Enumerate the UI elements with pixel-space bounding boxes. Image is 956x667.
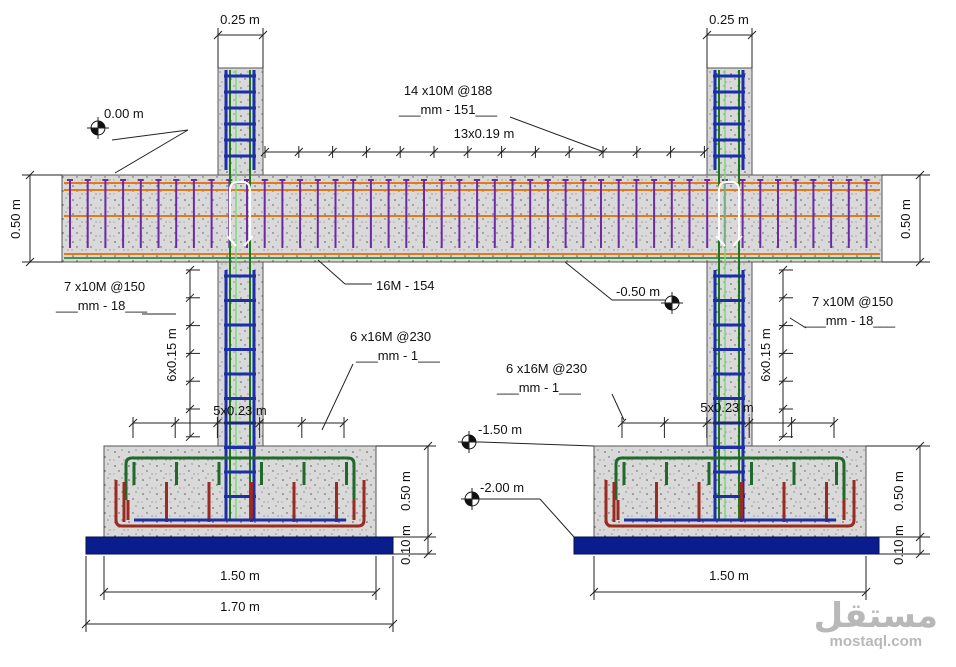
level-marker-footing-top: -1.50 m bbox=[458, 422, 595, 453]
right-blinding bbox=[573, 536, 880, 555]
left-col-ties-line2: ___mm - 18___ bbox=[55, 298, 148, 313]
beam-stirrups-line1: 14 x10M @188 bbox=[404, 83, 492, 98]
right-col-ties-line1: 7 x10M @150 bbox=[812, 294, 893, 309]
left-footing-spacing-dimension: 5x0.23 m bbox=[133, 403, 344, 424]
column-starter-hook bbox=[229, 181, 251, 240]
left-footing-spacing-ticks bbox=[128, 417, 349, 438]
footing-bottom-bar-end bbox=[616, 500, 846, 520]
right-footing bbox=[593, 445, 867, 538]
left-footing-depth-label: 0.50 m bbox=[398, 471, 413, 511]
left-blinding bbox=[85, 536, 394, 555]
right-column-tie-annotation: 7 x10M @150 ___mm - 18___ bbox=[789, 294, 896, 329]
level-marker-beam-bottom: -0.50 m bbox=[564, 261, 683, 314]
level-marker-footing-bottom: -2.00 m bbox=[461, 480, 575, 538]
beam-bottom-bar-label: 16M - 154 bbox=[376, 278, 435, 293]
footing-bottom-bar bbox=[114, 480, 366, 528]
watermark-latin: mostaql.com bbox=[829, 633, 923, 650]
beam-stirrup-annotation: 14 x10M @188 ___mm - 151___ 13x0.19 m bbox=[265, 83, 705, 153]
left-footing-bars-line1: 6 x16M @230 bbox=[350, 329, 431, 344]
level-marker-top: 0.00 m bbox=[87, 106, 189, 174]
left-footing-bars-line2: ___mm - 1___ bbox=[355, 348, 441, 363]
right-col-ties-line2: ___mm - 18___ bbox=[803, 313, 896, 328]
left-beam-depth-dimension: 0.50 m bbox=[8, 170, 62, 267]
left-footing-cover-label: 0.10 m bbox=[398, 525, 413, 565]
level-footing-top-label: -1.50 m bbox=[478, 422, 522, 437]
left-footing-spacing-label: 5x0.23 m bbox=[213, 403, 266, 418]
blinding-width-label: 1.70 m bbox=[220, 599, 260, 614]
footing-bottom-bar bbox=[604, 480, 856, 528]
watermark-logo: مستقل mostaql.com bbox=[814, 599, 938, 650]
level-footing-bottom-label: -2.00 m bbox=[480, 480, 524, 495]
right-column-reinforcement bbox=[713, 70, 745, 520]
column-starter-hook bbox=[718, 181, 740, 240]
right-footing-depth-dimension: 0.50 m 0.10 m bbox=[866, 441, 930, 565]
right-column-width-label: 0.25 m bbox=[709, 12, 749, 27]
left-footing-reinforcement bbox=[114, 456, 366, 528]
left-footing-bar-annotation: 6 x16M @230 ___mm - 1___ bbox=[321, 329, 441, 431]
right-footing-width-dimension: 1.50 m bbox=[589, 556, 871, 600]
level-top-label: 0.00 m bbox=[104, 106, 144, 121]
right-footing-reinforcement bbox=[604, 456, 856, 528]
column-starter-hook-end bbox=[226, 235, 254, 247]
right-footing-bar-annotation: 6 x16M @230 ___mm - 1___ bbox=[496, 361, 625, 421]
right-footing-bars-line1: 6 x16M @230 bbox=[506, 361, 587, 376]
left-column-tie-ticks bbox=[185, 265, 200, 442]
right-footing-spacing-label: 5x0.23 m bbox=[700, 400, 753, 415]
left-footing-depth-dimension: 0.50 m 0.10 m bbox=[376, 441, 436, 565]
column-starter-hook-end bbox=[715, 235, 743, 247]
left-footing bbox=[103, 445, 377, 538]
beam-bottom-bar-annotation: 16M - 154 bbox=[317, 259, 435, 293]
left-footing-width-label: 1.50 m bbox=[220, 568, 260, 583]
beam-stirrup-spacing-label: 13x0.19 m bbox=[454, 126, 515, 141]
left-col-tie-spacing-label: 6x0.15 m bbox=[164, 328, 179, 381]
beam-stirrups-line2: ___mm - 151___ bbox=[398, 102, 498, 117]
beam-stirrup-spacing-ticks bbox=[260, 146, 709, 158]
watermark-arabic: مستقل bbox=[813, 596, 938, 636]
footing-bottom-bar-end bbox=[126, 500, 356, 520]
right-footing-bars-line2: ___mm - 1___ bbox=[496, 380, 582, 395]
right-footing-depth-label: 0.50 m bbox=[891, 471, 906, 511]
right-footing-spacing-ticks bbox=[617, 417, 839, 438]
left-column-width-label: 0.25 m bbox=[220, 12, 260, 27]
left-column-width-dimension: 0.25 m bbox=[213, 12, 268, 68]
grade-beam bbox=[61, 174, 883, 263]
right-col-tie-spacing-label: 6x0.15 m bbox=[758, 328, 773, 381]
blinding-width-dimension: 1.70 m bbox=[81, 556, 398, 632]
right-footing-spacing-dimension: 5x0.23 m bbox=[622, 400, 834, 424]
beam-longitudinal-bars bbox=[64, 182, 880, 259]
left-footing-width-dimension: 1.50 m bbox=[99, 556, 381, 600]
footing-top-bar bbox=[124, 456, 356, 500]
right-beam-depth-dimension: 0.50 m bbox=[882, 170, 930, 267]
right-column-tie-ticks bbox=[778, 265, 793, 442]
left-beam-depth-label: 0.50 m bbox=[8, 199, 23, 239]
left-column-tie-annotation: 7 x10M @150 ___mm - 18___ bbox=[55, 279, 176, 315]
footing-top-bar bbox=[614, 456, 846, 500]
right-beam-depth-label: 0.50 m bbox=[898, 199, 913, 239]
beam-stirrups bbox=[67, 179, 870, 248]
right-footing-cover-label: 0.10 m bbox=[891, 525, 906, 565]
right-column-width-dimension: 0.25 m bbox=[702, 12, 757, 68]
level-beam-bottom-label: -0.50 m bbox=[616, 284, 660, 299]
right-footing-width-label: 1.50 m bbox=[709, 568, 749, 583]
left-col-ties-line1: 7 x10M @150 bbox=[64, 279, 145, 294]
